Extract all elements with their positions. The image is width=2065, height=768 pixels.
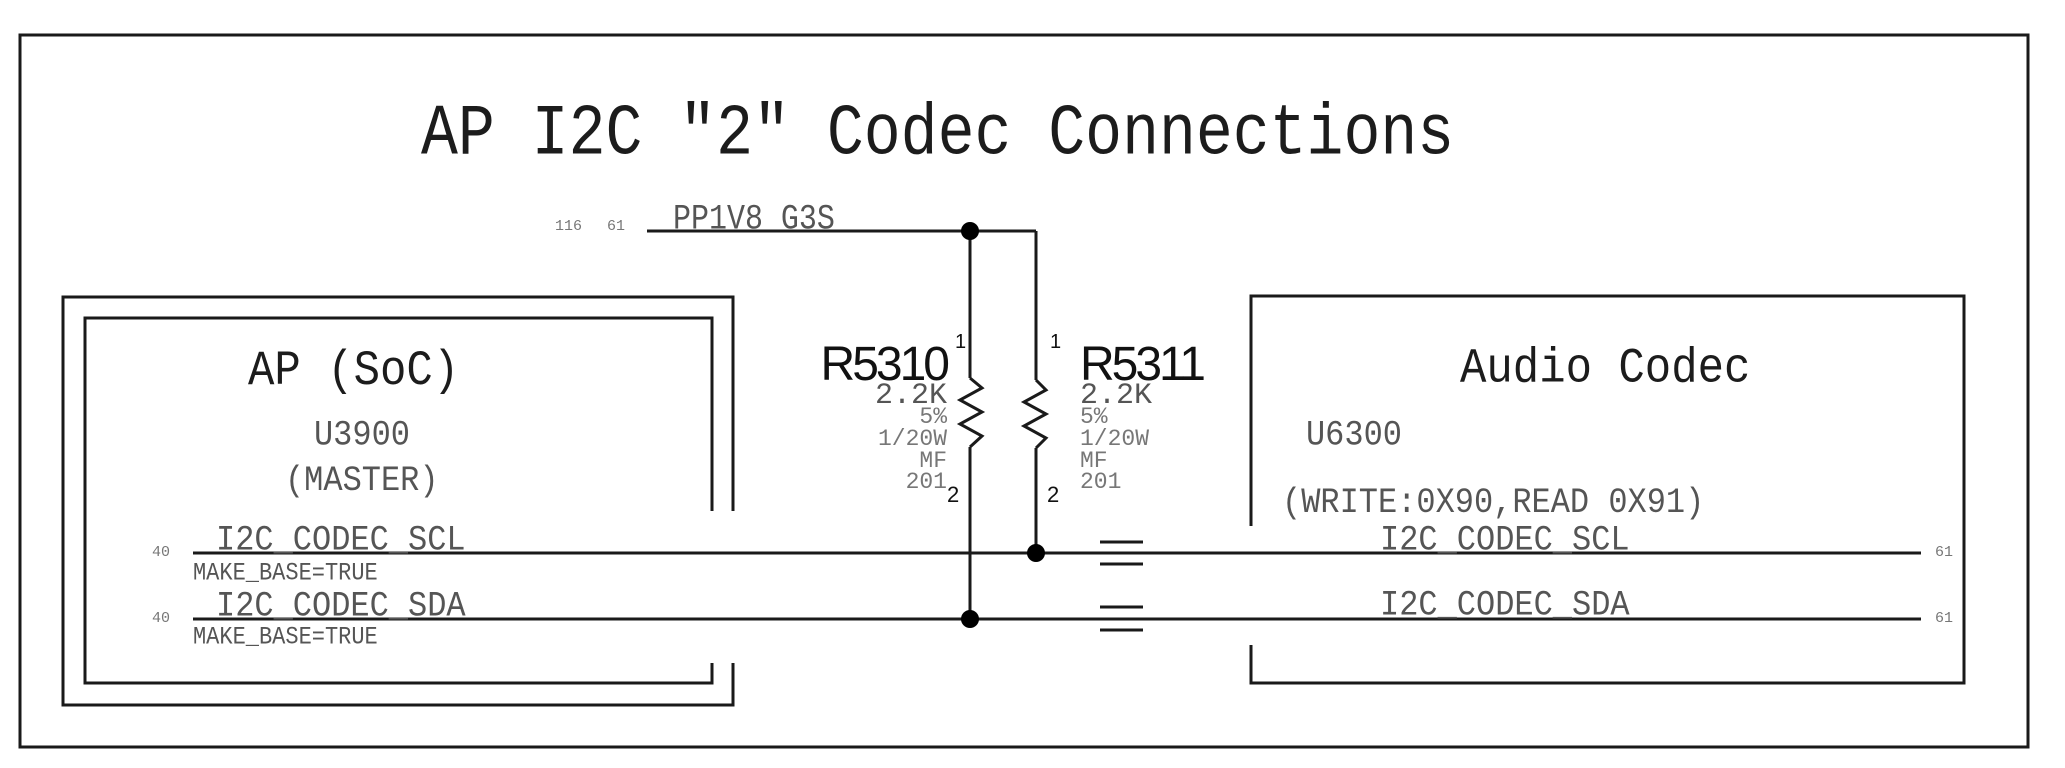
resistor-type: MF [919, 448, 947, 474]
power-net-page-ref[interactable]: 116 [555, 218, 582, 235]
power-net-label[interactable]: PP1V8_G3S [673, 200, 835, 240]
power-net-page-ref[interactable]: 61 [607, 218, 625, 235]
net-label-right: I2C_CODEC_SDA [1380, 586, 1630, 626]
net-label-left: I2C_CODEC_SDA [216, 587, 466, 627]
resistor-pin2: 2 [947, 482, 959, 507]
net-i2c-codec-sda[interactable]: 40 61 I2C_CODEC_SDA MAKE_BASE=TRUE I2C_C… [152, 586, 1953, 652]
codec-block-address: (WRITE:0X90,READ 0X91) [1282, 484, 1704, 524]
resistor-package: 201 [906, 469, 947, 495]
resistor-r5311[interactable]: R5311 1 2 2.2K 5% 1/20W MF 201 [1020, 331, 1207, 553]
no-connect-marker [1100, 605, 1143, 632]
resistor-value: 2.2K [875, 379, 947, 413]
ap-outer-box [61, 295, 735, 707]
junction-dot [961, 222, 979, 240]
page-title: AP I2C "2" Codec Connections [421, 94, 1454, 176]
ap-block-title: AP (SoC) [248, 344, 459, 400]
resistor-pin2: 2 [1047, 482, 1059, 507]
resistor-package: 201 [1080, 469, 1121, 495]
sheet-frame [18, 33, 2030, 749]
net-left-page-ref[interactable]: 40 [152, 544, 170, 561]
net-i2c-codec-scl[interactable]: 40 61 I2C_CODEC_SCL MAKE_BASE=TRUE I2C_C… [152, 521, 1953, 587]
resistor-tolerance: 5% [919, 404, 947, 430]
resistor-type: MF [1080, 448, 1108, 474]
net-label-left: I2C_CODEC_SCL [216, 521, 466, 561]
codec-block: Audio Codec U6300 (WRITE:0X90,READ 0X91) [1249, 294, 1966, 685]
net-right-page-ref[interactable]: 61 [1935, 544, 1953, 561]
ap-inner-box [83, 316, 714, 685]
resistor-pin1: 1 [955, 331, 966, 353]
codec-block-refdes: U6300 [1306, 416, 1402, 456]
resistor-symbol [1020, 378, 1050, 450]
net-property: MAKE_BASE=TRUE [193, 560, 378, 587]
net-left-page-ref[interactable]: 40 [152, 610, 170, 627]
ap-block-refdes: U3900 [314, 416, 410, 456]
no-connect-marker [1100, 540, 1143, 566]
junction-dot [961, 610, 979, 628]
resistor-power: 1/20W [878, 426, 947, 452]
resistor-tolerance: 5% [1080, 404, 1108, 430]
power-net: 116 61 PP1V8_G3S [555, 200, 1038, 380]
resistor-refdes: R5310 [821, 338, 949, 391]
resistor-refdes: R5311 [1080, 338, 1204, 391]
net-label-right: I2C_CODEC_SCL [1380, 521, 1630, 561]
resistor-value: 2.2K [1080, 379, 1152, 413]
resistor-power: 1/20W [1080, 426, 1149, 452]
ap-block: AP (SoC) U3900 (MASTER) [61, 295, 735, 707]
resistor-pin1: 1 [1050, 331, 1061, 353]
net-right-page-ref[interactable]: 61 [1935, 610, 1953, 627]
resistor-symbol [956, 376, 986, 449]
junction-dot [1027, 544, 1045, 562]
ap-block-role: (MASTER) [285, 462, 439, 502]
net-property: MAKE_BASE=TRUE [193, 624, 378, 651]
codec-block-title: Audio Codec [1460, 342, 1750, 398]
codec-box [1249, 294, 1966, 685]
resistor-r5310[interactable]: R5310 1 2 2.2K 5% 1/20W MF 201 [821, 331, 986, 619]
